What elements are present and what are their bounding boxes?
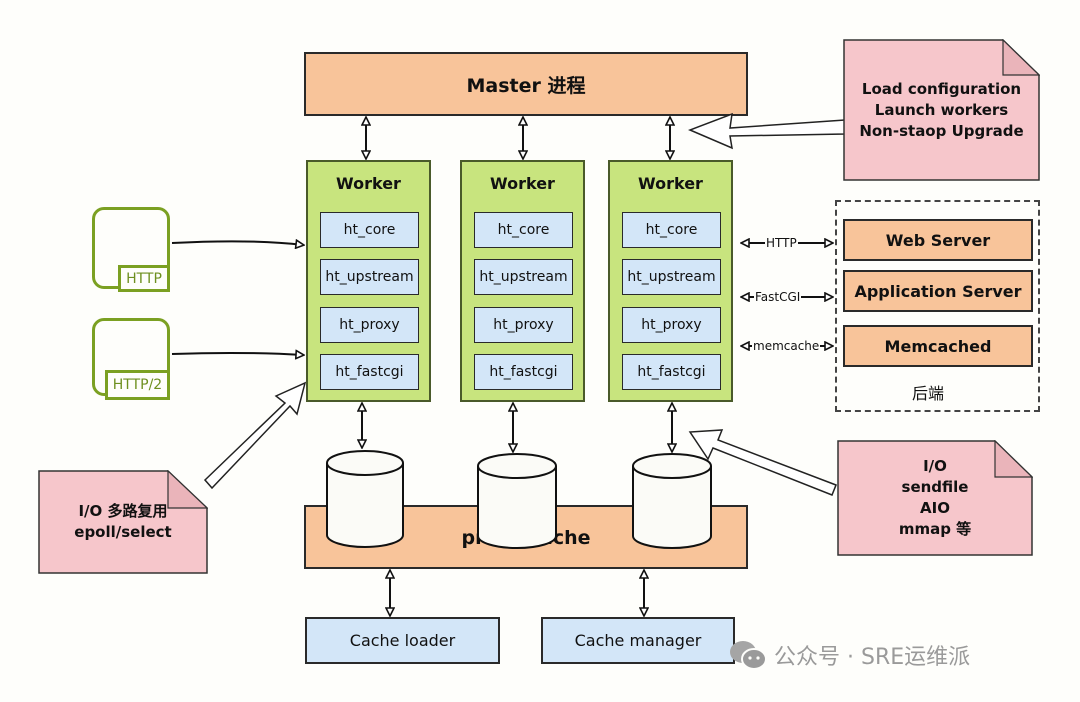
note-master-duties: Load configuration Launch workers Non-st… bbox=[843, 39, 1040, 181]
module-ht-core: ht_core bbox=[320, 212, 419, 248]
module-ht-fastcgi: ht_fastcgi bbox=[320, 354, 419, 390]
backend-memcached-label: Memcached bbox=[884, 336, 992, 356]
http-connection-label: HTTP bbox=[765, 236, 798, 250]
note-io-methods: I/O sendfile AIO mmap 等 bbox=[837, 440, 1033, 556]
master-process-box: Master 进程 bbox=[304, 52, 748, 116]
http2-request-arrow bbox=[171, 353, 303, 355]
worker-title: Worker bbox=[336, 174, 401, 193]
worker-title: Worker bbox=[490, 174, 555, 193]
module-ht-fastcgi: ht_fastcgi bbox=[622, 354, 721, 390]
module-ht-upstream: ht_upstream bbox=[622, 259, 721, 295]
worker-box: Worker ht_core ht_upstream ht_proxy ht_f… bbox=[608, 160, 733, 402]
backend-web-server-label: Web Server bbox=[885, 230, 991, 250]
cache-manager-label: Cache manager bbox=[574, 631, 702, 650]
note-shape bbox=[837, 440, 1033, 556]
note-io-pointer-arrow bbox=[688, 429, 837, 496]
note-master-text: Load configuration Launch workers Non-st… bbox=[859, 79, 1024, 140]
backend-memcached: Memcached bbox=[843, 325, 1033, 367]
module-ht-proxy: ht_proxy bbox=[320, 307, 419, 343]
module-ht-upstream: ht_upstream bbox=[320, 259, 419, 295]
module-ht-upstream: ht_upstream bbox=[474, 259, 573, 295]
watermark-text: 公众号 · SRE运维派 bbox=[774, 645, 971, 670]
worker-box: Worker ht_core ht_upstream ht_proxy ht_f… bbox=[306, 160, 431, 402]
backend-application-server-label: Application Server bbox=[854, 281, 1022, 301]
backend-label: 后端 bbox=[912, 384, 945, 403]
cache-manager-box: Cache manager bbox=[541, 617, 735, 664]
note-shape bbox=[38, 470, 208, 574]
http-request-arrow bbox=[171, 241, 303, 245]
backend-application-server: Application Server bbox=[843, 270, 1033, 312]
http-client-icon: HTTP bbox=[92, 207, 172, 292]
cache-loader-label: Cache loader bbox=[349, 631, 456, 650]
fastcgi-connection-label: FastCGI bbox=[754, 290, 802, 304]
module-ht-fastcgi: ht_fastcgi bbox=[474, 354, 573, 390]
note-io-mux-text: I/O 多路复用 epoll/select bbox=[74, 502, 172, 541]
client-tag: HTTP/2 bbox=[105, 370, 170, 400]
module-ht-proxy: ht_proxy bbox=[474, 307, 573, 343]
memcache-connection-label: memcache bbox=[752, 339, 821, 353]
client-tag: HTTP bbox=[118, 265, 170, 292]
module-ht-proxy: ht_proxy bbox=[622, 307, 721, 343]
backend-group bbox=[835, 200, 1040, 412]
module-ht-core: ht_core bbox=[474, 212, 573, 248]
note-io-mux-pointer-arrow bbox=[203, 381, 307, 490]
note-io-multiplexing: I/O 多路复用 epoll/select bbox=[38, 470, 208, 574]
module-ht-core: ht_core bbox=[622, 212, 721, 248]
wechat-icon bbox=[730, 641, 767, 670]
worker-box: Worker ht_core ht_upstream ht_proxy ht_f… bbox=[460, 160, 585, 402]
master-process-label: Master 进程 bbox=[466, 74, 586, 97]
proxy-cache-box: proxy cache bbox=[304, 505, 748, 569]
cache-loader-box: Cache loader bbox=[305, 617, 500, 664]
proxy-cache-label: proxy cache bbox=[461, 527, 591, 549]
backend-web-server: Web Server bbox=[843, 219, 1033, 261]
worker-title: Worker bbox=[638, 174, 703, 193]
http2-client-icon: HTTP/2 bbox=[92, 318, 172, 400]
note-io-text: I/O sendfile AIO mmap 等 bbox=[898, 457, 972, 538]
note-shape bbox=[843, 39, 1040, 181]
note-master-pointer-arrow bbox=[688, 112, 846, 150]
watermark: 公众号 · SRE运维派 bbox=[728, 638, 970, 672]
